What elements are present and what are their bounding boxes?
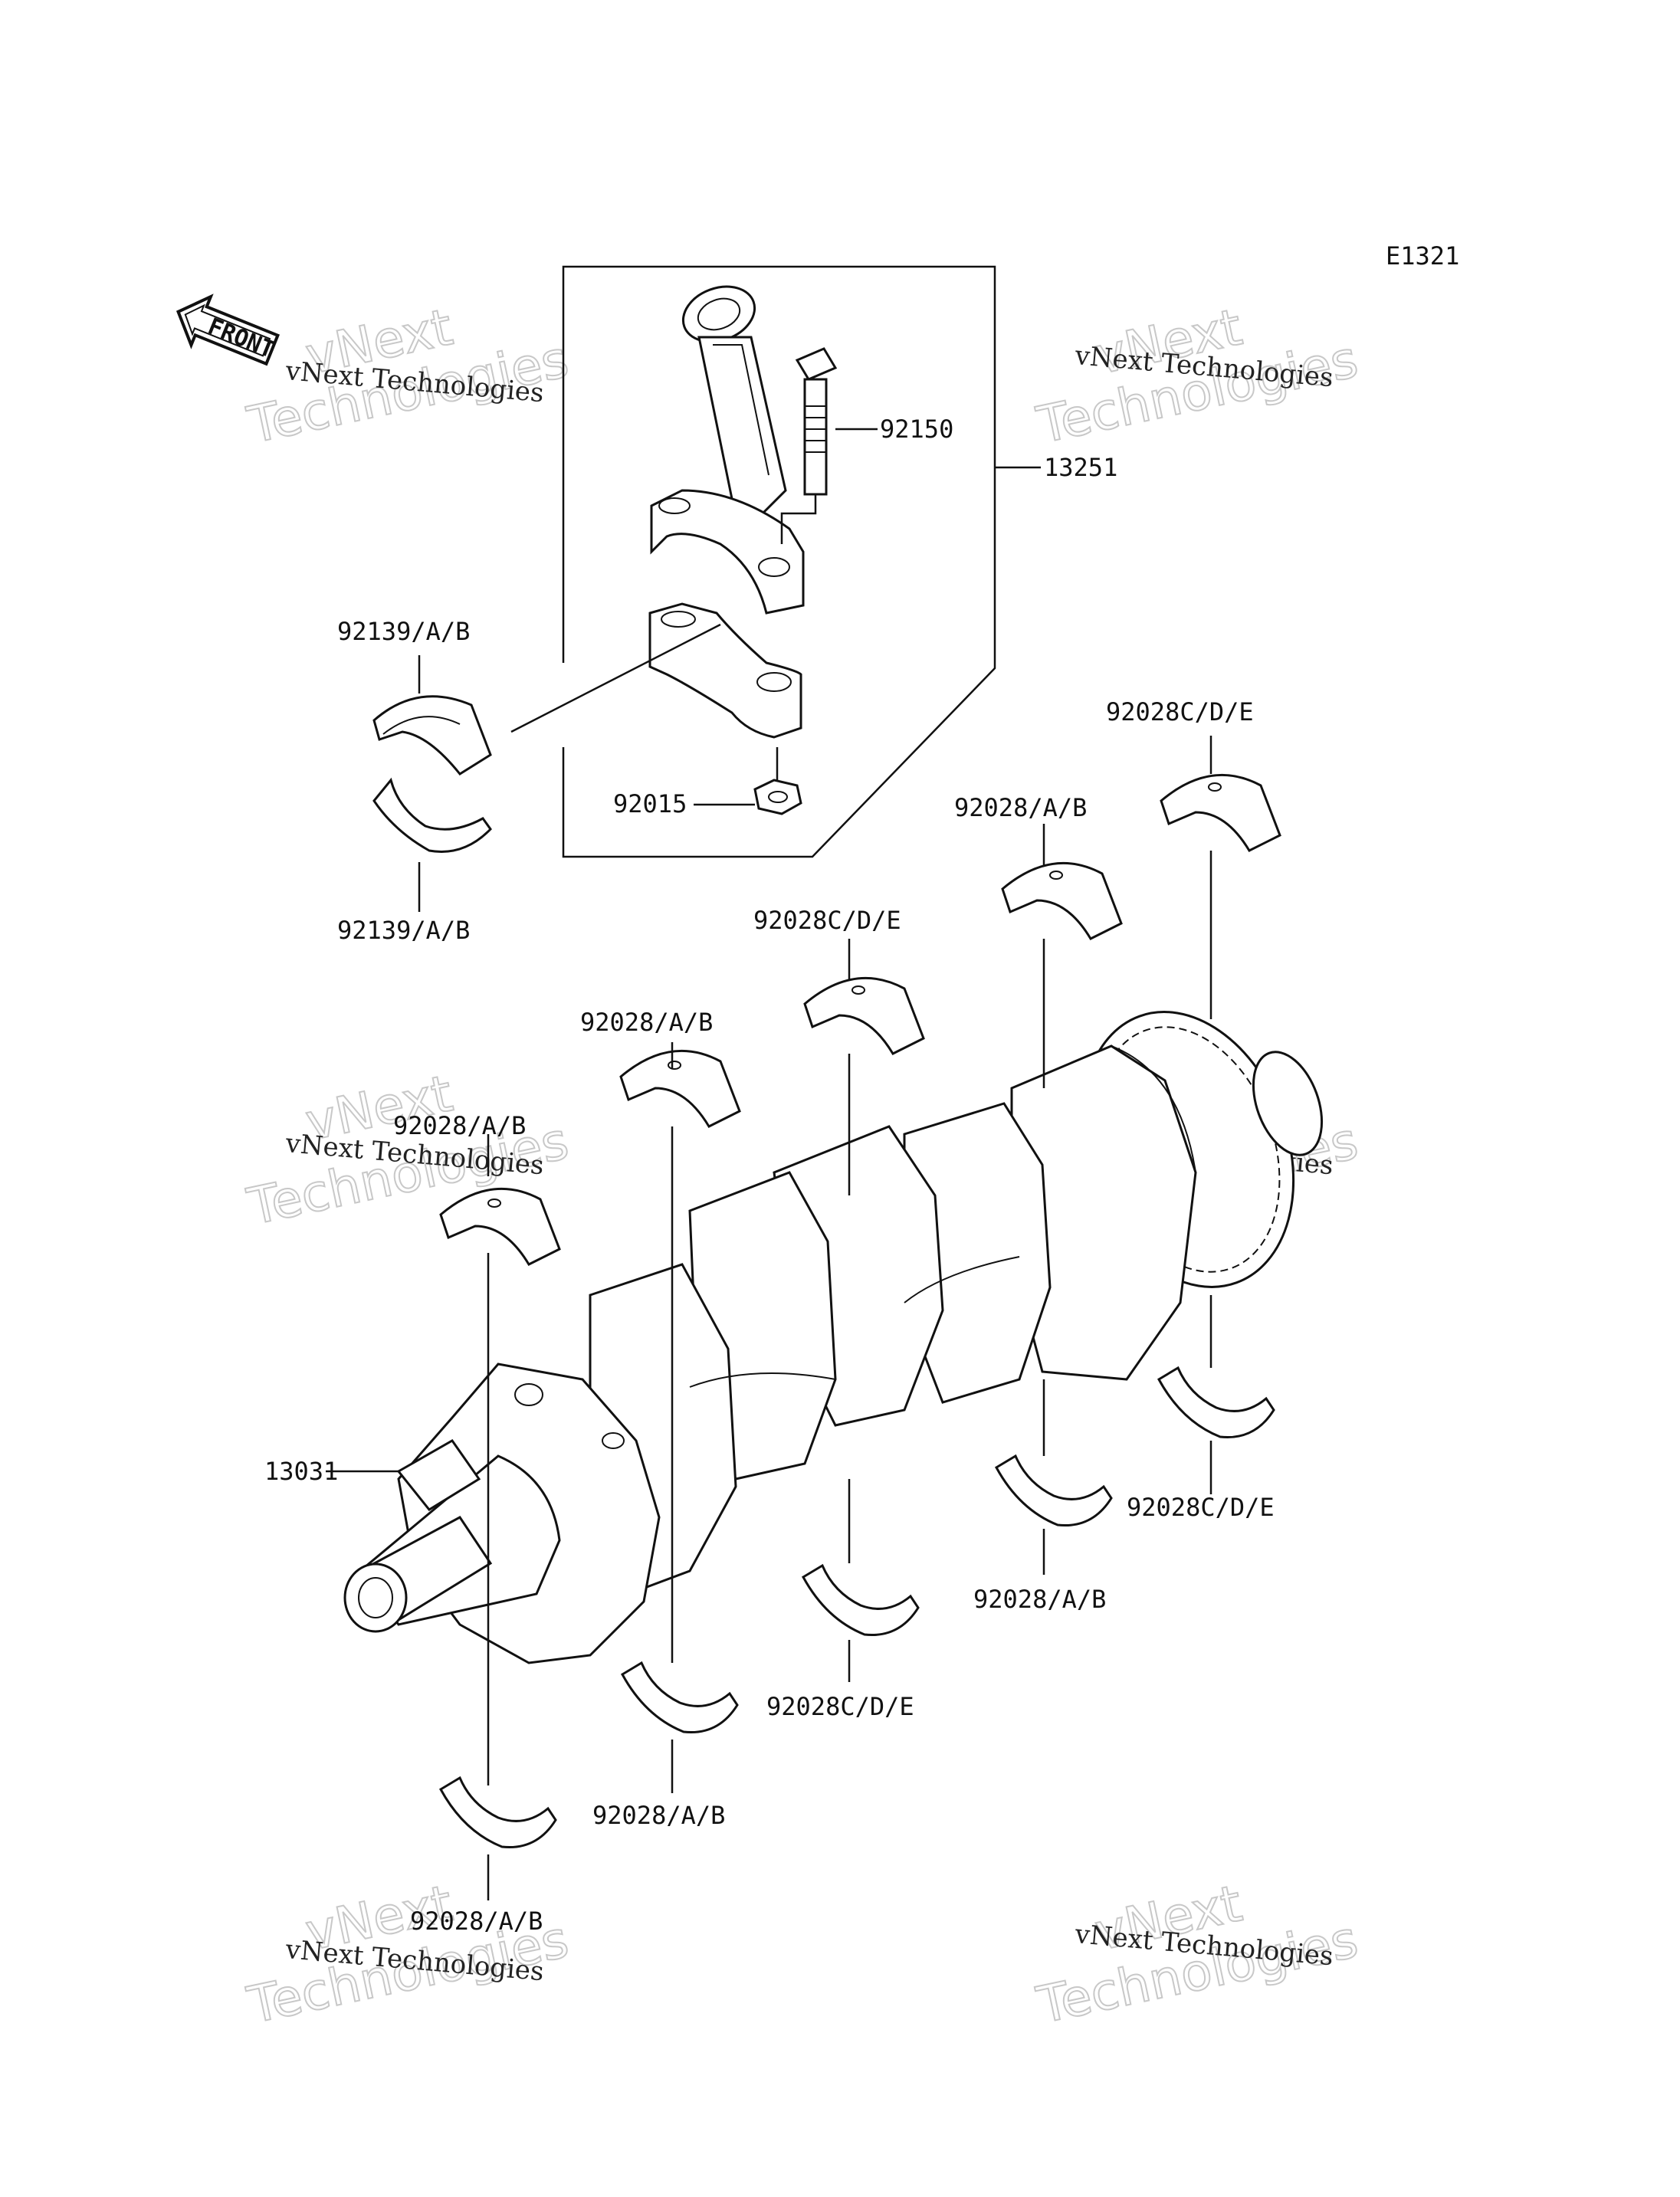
label-mb3-lower: 92028C/D/E	[766, 1692, 914, 1721]
bearing-to-rod-guide	[510, 623, 721, 733]
main-bearing-1-lower	[438, 1776, 557, 1849]
main-bearing-1-upper	[439, 1187, 561, 1266]
front-arrow-icon: FRONT	[176, 293, 280, 366]
conrod-nut	[753, 779, 802, 815]
label-mb4-lower: 92028/A/B	[973, 1585, 1106, 1614]
label-92150: 92150	[880, 415, 953, 444]
label-92139-upper: 92139/A/B	[337, 617, 470, 646]
main-bearing-3-lower	[801, 1563, 920, 1637]
main-bearing-5-lower	[1157, 1366, 1275, 1439]
label-13251: 13251	[1044, 453, 1117, 482]
diagram-code: E1321	[1386, 241, 1459, 271]
label-mb2-upper: 92028/A/B	[580, 1008, 713, 1037]
label-mb4-upper: 92028/A/B	[954, 793, 1087, 822]
conrod-bearing-lower	[372, 777, 492, 853]
main-bearing-4-lower	[994, 1454, 1113, 1527]
label-92015: 92015	[613, 789, 687, 818]
label-mb2-lower: 92028/A/B	[592, 1801, 725, 1830]
crankshaft	[343, 1011, 1324, 1664]
label-mb5-upper: 92028C/D/E	[1106, 697, 1254, 726]
connecting-rod	[650, 285, 805, 615]
conrod-bearing-upper	[372, 695, 492, 776]
label-mb3-upper: 92028C/D/E	[753, 906, 901, 935]
conrod-bearing-cap	[648, 602, 802, 739]
bolt-guide	[780, 494, 817, 544]
label-92139-lower: 92139/A/B	[337, 916, 470, 945]
main-bearing-5-upper	[1160, 773, 1281, 852]
main-bearing-2-lower	[620, 1661, 739, 1734]
watermark-bottom-left: vNext Technologies vNext Technologies	[241, 1873, 574, 2036]
watermark-top-left: vNext Technologies vNext Technologies	[241, 297, 574, 456]
watermark-bottom-right: vNext Technologies vNext Technologies	[1031, 1873, 1363, 2036]
label-mb1-upper: 92028/A/B	[393, 1111, 526, 1140]
conrod-assembly-frame	[562, 265, 996, 858]
main-bearing-4-upper	[1001, 861, 1123, 940]
label-mb1-lower: 92028/A/B	[410, 1907, 543, 1936]
conrod-bolt	[795, 347, 838, 496]
label-mb5-lower: 92028C/D/E	[1127, 1493, 1275, 1522]
main-bearing-3-upper	[803, 976, 925, 1055]
watermark-top-right: vNext Technologies vNext Technologies	[1031, 297, 1363, 456]
label-13031: 13031	[264, 1457, 338, 1486]
main-bearing-2-upper	[619, 1049, 741, 1128]
